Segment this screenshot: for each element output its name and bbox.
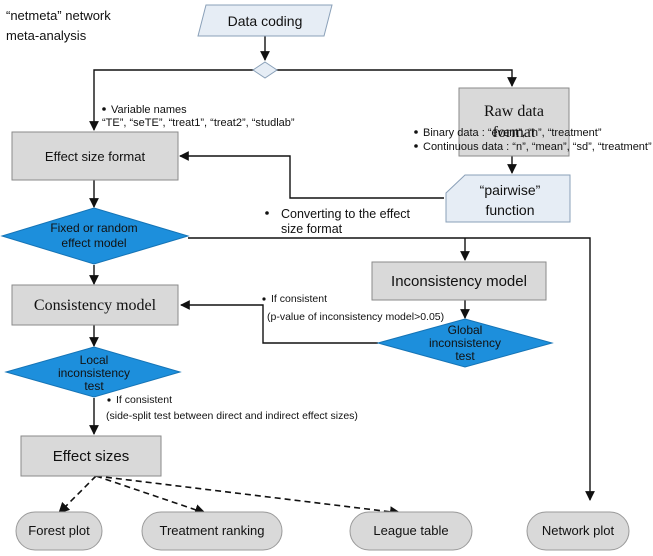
global-test-label-line-1: Global xyxy=(448,323,483,337)
raw-data-label-line-2: format xyxy=(493,124,536,141)
bullet-icon xyxy=(414,130,418,134)
treatment-ranking-label: Treatment ranking xyxy=(159,523,264,538)
forest-plot-node: Forest plot xyxy=(15,511,103,551)
converting-note-line-1: Converting to the effect xyxy=(281,207,411,221)
header-line-1: “netmeta” network xyxy=(6,8,111,23)
local-inconsistency-decision-node: Local inconsistency test xyxy=(4,346,182,398)
note-if-consistent-global: If consistent (p-value of inconsistency … xyxy=(262,293,444,323)
inconsistency-model-label: Inconsistency model xyxy=(391,273,527,290)
connectors xyxy=(58,36,595,518)
local-test-label-line-1: Local xyxy=(80,353,109,367)
global-consistent-note-line-2: (p-value of inconsistency model>0.05) xyxy=(267,311,444,323)
variable-names-title: Variable names xyxy=(111,104,187,116)
raw-data-format-node: Raw data format xyxy=(458,87,570,157)
note-converting: Converting to the effect size format xyxy=(265,207,411,236)
network-plot-label: Network plot xyxy=(542,523,615,538)
fixed-random-label-line-1: Fixed or random xyxy=(50,221,137,235)
note-if-consistent-local: If consistent (side-split test between d… xyxy=(106,394,358,422)
note-variable-names: Variable names “TE”, “seTE”, “treat1”, “… xyxy=(102,104,295,129)
league-table-node: League table xyxy=(349,511,473,551)
arrow-model-to-network-plot xyxy=(188,237,595,501)
bullet-icon xyxy=(414,144,418,148)
variable-names-list: “TE”, “seTE”, “treat1”, “treat2”, “studl… xyxy=(102,117,295,129)
fixed-random-decision-node: Fixed or random effect model xyxy=(0,207,190,265)
effect-sizes-node: Effect sizes xyxy=(20,435,162,477)
header-line-2: meta-analysis xyxy=(6,28,87,43)
local-consistent-note-line-1: If consistent xyxy=(116,394,172,406)
local-test-label-line-2: inconsistency xyxy=(58,366,130,380)
bullet-icon xyxy=(265,211,269,215)
local-test-label-line-3: test xyxy=(84,379,104,393)
bullet-icon xyxy=(102,107,106,111)
continuous-data-note: Continuous data : “n”, “mean”, “sd”, “tr… xyxy=(423,141,652,153)
bullet-icon xyxy=(262,297,266,301)
branch-diamond xyxy=(252,61,278,79)
forest-plot-label: Forest plot xyxy=(28,523,90,538)
effect-size-format-node: Effect size format xyxy=(11,131,179,181)
pairwise-label-line-1: “pairwise” xyxy=(480,182,541,198)
pairwise-label-line-2: function xyxy=(485,202,534,218)
data-coding-node: Data coding xyxy=(197,4,333,37)
raw-data-label-line-1: Raw data xyxy=(484,103,544,120)
binary-data-note: Binary data : “event”, “n”, “treatment” xyxy=(423,127,602,139)
bullet-icon xyxy=(107,398,111,402)
local-consistent-note-line-2: (side-split test between direct and indi… xyxy=(106,410,358,422)
converting-note-line-2: size format xyxy=(281,222,343,236)
global-consistent-note-line-1: If consistent xyxy=(271,293,327,305)
data-coding-label: Data coding xyxy=(228,13,303,29)
league-table-label: League table xyxy=(373,523,448,538)
dashed-arrow-to-treatment-ranking xyxy=(95,475,207,516)
diagram-header: “netmeta” network meta-analysis xyxy=(6,8,111,43)
dashed-arrow-to-league-table xyxy=(95,475,402,518)
global-inconsistency-decision-node: Global inconsistency test xyxy=(376,318,554,368)
effect-size-format-label: Effect size format xyxy=(45,149,146,164)
note-data-types: Binary data : “event”, “n”, “treatment” … xyxy=(414,127,652,153)
network-plot-node: Network plot xyxy=(526,511,630,551)
treatment-ranking-node: Treatment ranking xyxy=(141,511,283,551)
pairwise-function-node: “pairwise” function xyxy=(445,174,571,223)
arrow-global-test-to-consistency xyxy=(180,300,378,344)
dashed-arrow-to-forest-plot xyxy=(58,475,97,514)
global-test-label-line-2: inconsistency xyxy=(429,336,501,350)
arrow-split-to-raw-data xyxy=(276,69,517,87)
consistency-model-label: Consistency model xyxy=(34,297,157,314)
arrow-pairwise-to-effect-size-format xyxy=(179,151,444,199)
consistency-model-node: Consistency model xyxy=(11,284,179,326)
global-test-label-line-3: test xyxy=(455,349,475,363)
inconsistency-model-node: Inconsistency model xyxy=(371,261,547,301)
effect-sizes-label: Effect sizes xyxy=(53,448,129,465)
arrow-split-to-effect-size-format xyxy=(89,69,254,131)
fixed-random-label-line-2: effect model xyxy=(61,236,126,250)
